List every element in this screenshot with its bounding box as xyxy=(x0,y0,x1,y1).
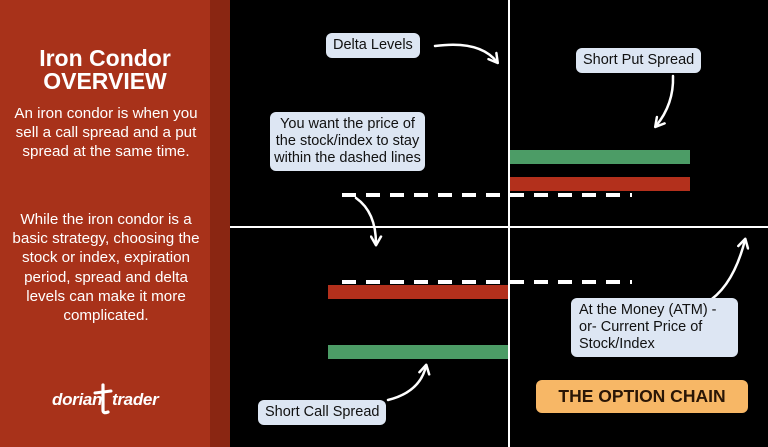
iron-condor-complexity-note: While the iron condor is a basic strateg… xyxy=(12,211,200,325)
short-put-spread-long-leg-bar xyxy=(510,150,690,164)
overview-panel xyxy=(0,0,230,447)
logo-text-trader: trader xyxy=(112,390,159,409)
delta-levels-callout: Delta Levels xyxy=(326,33,420,58)
delta-levels-arrow xyxy=(433,43,500,65)
panel-edge-strip xyxy=(210,0,230,447)
t-letter-icon xyxy=(93,383,113,415)
short-call-spread-arrow xyxy=(386,363,431,402)
price-range-callout: You want the price of the stock/index to… xyxy=(270,112,425,171)
short-call-spread-long-leg-bar xyxy=(328,345,508,359)
short-call-spread-callout: Short Call Spread xyxy=(258,400,387,425)
short-put-spread-callout: Short Put Spread xyxy=(576,48,702,73)
option-chain-diagram xyxy=(230,0,768,447)
atm-callout: At the Money (ATM) -or- Current Price of… xyxy=(571,298,738,357)
logo-text-dorian: dorian xyxy=(52,390,103,409)
price-range-arrow xyxy=(354,196,383,247)
panel-subtitle: OVERVIEW xyxy=(43,68,167,94)
short-call-spread-short-leg-bar xyxy=(328,285,508,299)
iron-condor-definition: An iron condor is when you sell a call s… xyxy=(14,105,198,161)
short-put-spread-arrow xyxy=(653,74,675,129)
atm-arrow xyxy=(704,237,750,305)
short-put-spread-short-leg-bar xyxy=(510,177,690,191)
option-chain-label: THE OPTION CHAIN xyxy=(536,380,748,413)
doriantrader-logo: dorian trader xyxy=(48,382,159,418)
panel-title: Iron Condor xyxy=(39,45,171,71)
